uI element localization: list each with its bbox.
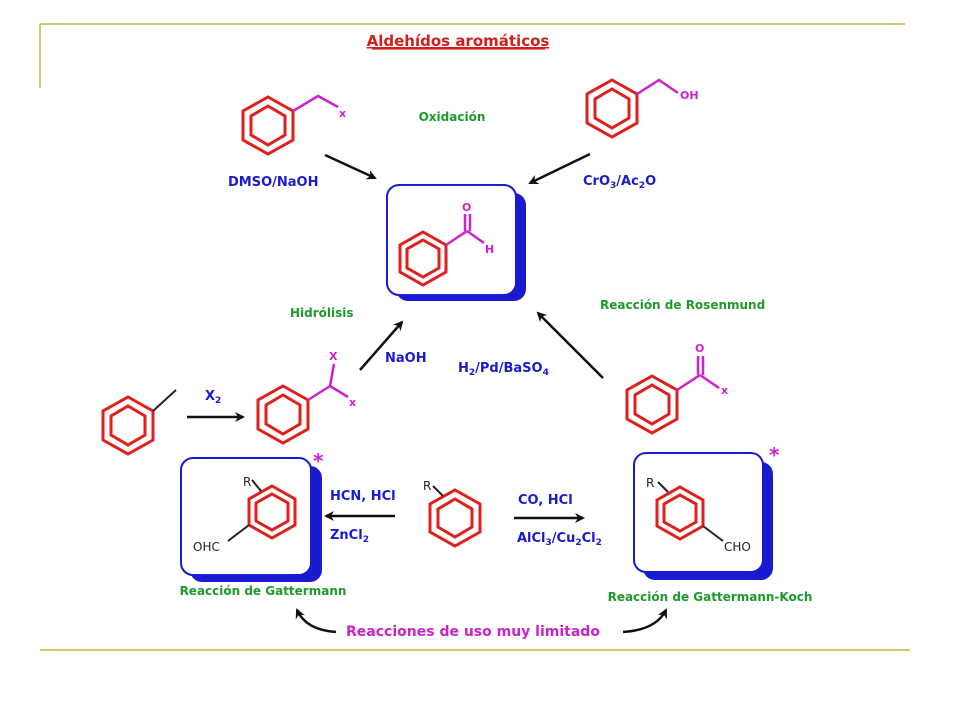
label-alcl3-cu2cl2: AlCl3/Cu2Cl2	[517, 531, 602, 548]
page-title: Aldehídos aromáticos	[367, 32, 550, 50]
label-naoh: NaOH	[385, 351, 427, 366]
label-limited-use: Reacciones de uso muy limitado	[346, 624, 600, 640]
gattermann-product-box: R OHC	[180, 457, 322, 582]
atom-x-acyl: x	[721, 384, 728, 397]
atom-r: R	[423, 479, 431, 493]
atom-ohc: OHC	[193, 540, 220, 554]
label-co-hcl: CO, HCl	[518, 493, 573, 508]
atom-x-upper: X	[329, 350, 338, 363]
atom-r: R	[646, 476, 654, 490]
label-h2-pd-baso4: H2/Pd/BaSO4	[458, 361, 549, 378]
benzylidene-dihalide-molecule: X x	[256, 350, 356, 445]
atom-x-lower: x	[349, 396, 356, 409]
atom-x: x	[339, 107, 346, 120]
toluene-molecule	[101, 389, 177, 456]
benzyl-alcohol-molecule: OH	[585, 78, 699, 139]
substituted-benzene-molecule: R	[423, 479, 482, 548]
atom-oh: OH	[680, 89, 699, 102]
label-x2: X2	[205, 389, 221, 406]
star-left: *	[313, 449, 324, 473]
atom-o: O	[462, 201, 471, 214]
label-oxidacion: Oxidación	[419, 110, 486, 124]
gattermann-koch-product-box: R CHO	[633, 452, 773, 580]
benzaldehyde-product-box: O H	[386, 184, 526, 301]
acyl-halide-molecule: O x	[625, 342, 728, 435]
atom-o-acyl: O	[695, 342, 704, 355]
label-dmso-naoh: DMSO/NaOH	[228, 175, 318, 190]
label-cro3: CrO3/Ac2O	[583, 174, 656, 191]
label-rosenmund: Reacción de Rosenmund	[600, 298, 765, 312]
atom-h: H	[485, 243, 494, 256]
slide-frame	[39, 23, 910, 651]
atom-cho: CHO	[724, 540, 751, 554]
label-gattermann: Reacción de Gattermann	[180, 584, 347, 598]
benzyl-halide-molecule: x	[241, 94, 346, 156]
label-hidrolisis: Hidrólisis	[290, 306, 354, 320]
label-zncl2: ZnCl2	[330, 528, 369, 545]
atom-r: R	[243, 475, 251, 489]
label-hcn-hcl: HCN, HCl	[330, 489, 396, 504]
star-right: *	[769, 443, 780, 467]
label-gattermann-koch: Reacción de Gattermann-Koch	[608, 590, 813, 604]
